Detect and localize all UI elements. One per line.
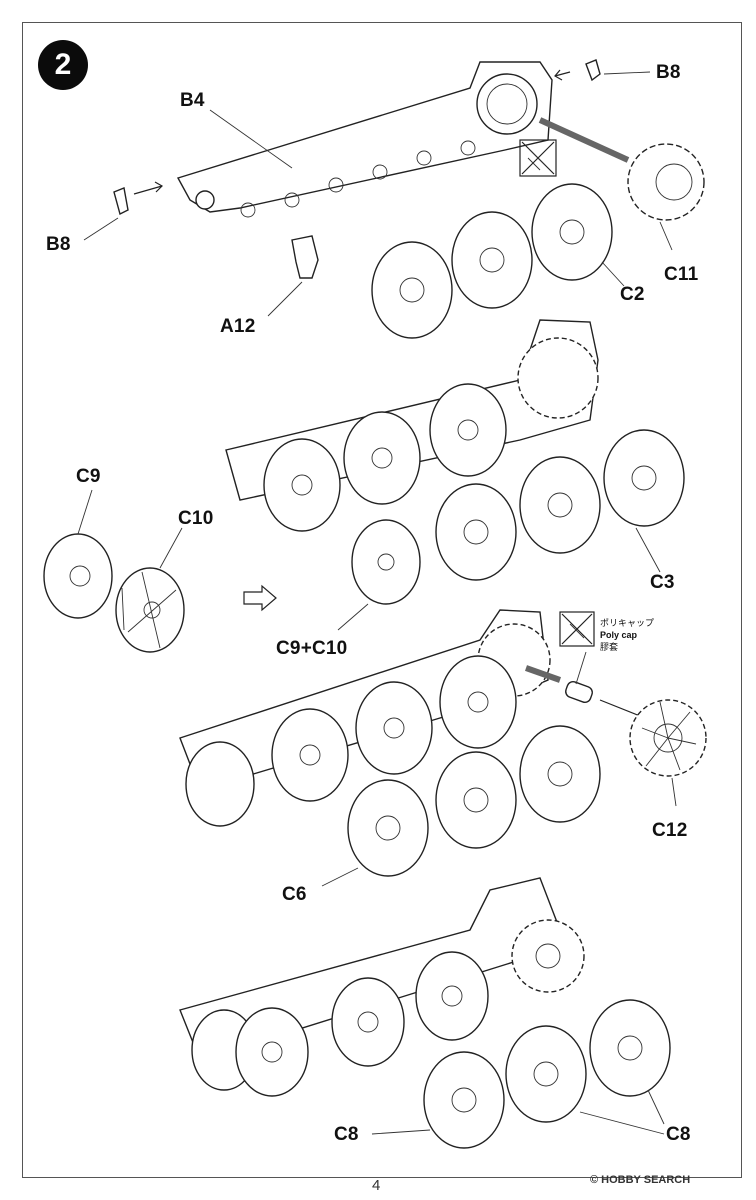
page-number: 4 [372, 1177, 381, 1194]
watermark: © HOBBY SEARCH [590, 1174, 691, 1186]
label-c10: C10 [178, 508, 214, 529]
part-c9-c10 [43, 489, 421, 653]
label-c9: C9 [76, 466, 101, 487]
suspension-arm-b4 [176, 61, 553, 218]
part-b8-left [83, 181, 163, 241]
part-c11-sprocket [538, 117, 705, 251]
page-frame [22, 22, 742, 1178]
label-c11: C11 [664, 264, 699, 285]
label-b8-top: B8 [656, 62, 681, 83]
label-c6: C6 [282, 884, 307, 905]
part-b8-top [554, 59, 651, 82]
label-b4: B4 [180, 90, 205, 111]
label-c2: C2 [620, 284, 645, 305]
label-b8-left: B8 [46, 234, 71, 255]
polycap-zh: 膠套 [600, 642, 619, 652]
assembly-row-2 [225, 319, 685, 581]
assembly-row-4 [179, 877, 671, 1149]
polycap-note: ポリキャップ Poly cap 膠套 [600, 617, 654, 653]
part-polycap-c12 [525, 651, 707, 807]
no-glue-icon [559, 611, 595, 647]
label-c8-right: C8 [666, 1124, 691, 1145]
step-arrow-icon [243, 584, 277, 612]
polycap-en: Poly cap [600, 630, 638, 640]
label-c8-left: C8 [334, 1124, 359, 1145]
label-c12: C12 [652, 820, 688, 841]
leader-b4 [209, 109, 293, 169]
label-a12: A12 [220, 316, 256, 337]
part-a12 [267, 235, 319, 317]
label-c3: C3 [650, 572, 675, 593]
label-c9-c10: C9+C10 [276, 638, 348, 659]
step-number-badge: 2 [38, 40, 88, 90]
no-glue-icon [519, 139, 557, 177]
part-c2-wheels [371, 183, 625, 339]
polycap-jp: ポリキャップ [600, 618, 655, 628]
assembly-row-3 [179, 609, 601, 887]
